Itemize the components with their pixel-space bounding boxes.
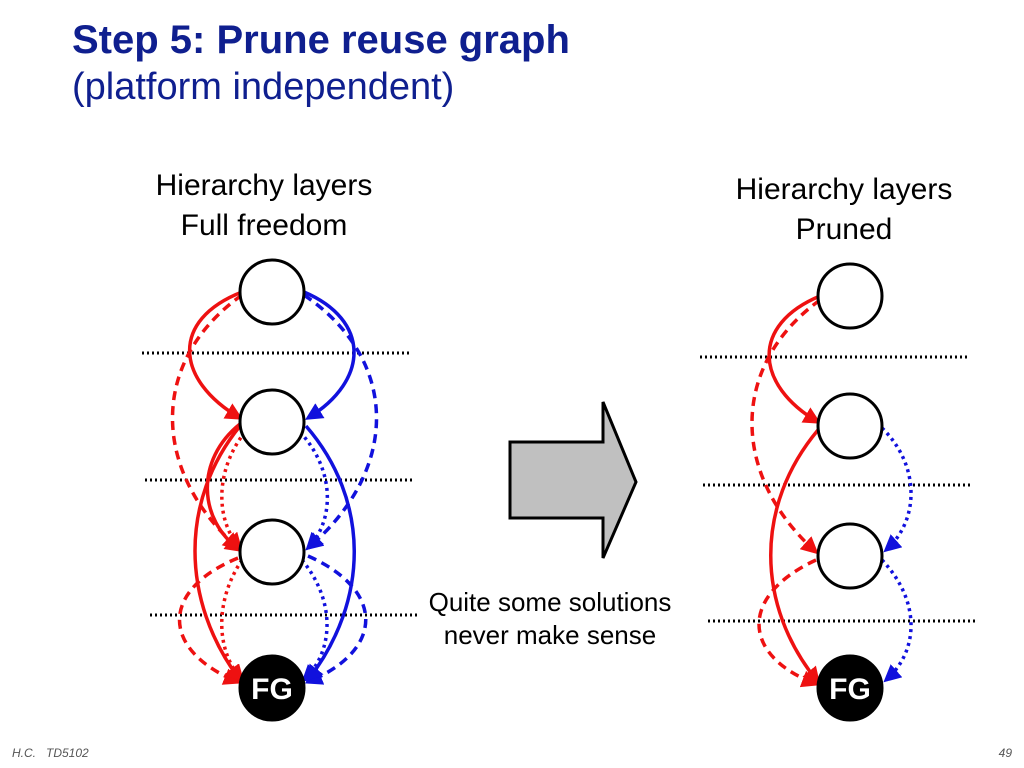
right-panel-label: Hierarchy layers Pruned bbox=[694, 170, 994, 250]
left-edge-red-dashed-1-3 bbox=[170, 293, 244, 551]
left-edge-blue-dotted-2-3 bbox=[298, 430, 329, 551]
right-node-fg bbox=[816, 654, 884, 722]
left-edge-red-dotted-2-3 bbox=[220, 430, 247, 551]
left-edge-blue-dashed-1-3 bbox=[303, 293, 379, 551]
left-edge-red-solid-2-fg bbox=[193, 424, 243, 683]
right-edge-red-solid-2-fg bbox=[769, 428, 821, 685]
right-label-line2: Pruned bbox=[795, 213, 893, 246]
left-label-line1: Hierarchy layers bbox=[155, 169, 373, 202]
right-edge-blue-dotted-2-3 bbox=[880, 426, 913, 553]
annotation-note: Quite some solutions never make sense bbox=[402, 586, 698, 652]
left-edge-blue-solid-1-2 bbox=[303, 290, 356, 420]
left-label-line2: Full freedom bbox=[180, 209, 348, 242]
left-edge-blue-dashed-3-fg bbox=[304, 554, 368, 685]
slide-subtitle: (platform independent) bbox=[72, 66, 455, 108]
footer-left: H.C. TD5102 bbox=[12, 746, 89, 760]
left-edge-red-solid-2-3 bbox=[205, 422, 243, 553]
slide-title: Step 5: Prune reuse graph bbox=[72, 18, 570, 62]
right-node-3 bbox=[816, 522, 884, 590]
left-node-2 bbox=[238, 388, 306, 456]
left-edge-red-dashed-3-fg bbox=[177, 556, 242, 685]
right-edge-blue-dotted-3-fg bbox=[880, 558, 913, 683]
left-panel-label: Hierarchy layers Full freedom bbox=[114, 166, 414, 246]
left-edge-blue-dotted-3-fg bbox=[300, 558, 329, 683]
right-label-line1: Hierarchy layers bbox=[735, 173, 953, 206]
right-node-1 bbox=[816, 262, 884, 330]
left-edge-blue-solid-2-fg bbox=[304, 424, 356, 683]
annotation-line2: never make sense bbox=[443, 620, 657, 650]
left-edge-red-solid-1-2 bbox=[188, 290, 244, 420]
right-edge-red-solid-1-2 bbox=[767, 294, 822, 424]
left-node-fg bbox=[238, 654, 306, 722]
left-node-1 bbox=[238, 258, 306, 326]
left-edge-red-dotted-3-fg bbox=[220, 559, 245, 683]
page-number: 49 bbox=[998, 746, 1012, 760]
right-edge-red-dashed-1-3 bbox=[750, 298, 822, 555]
left-node-fg-label: FG bbox=[251, 673, 293, 706]
transform-arrow bbox=[508, 401, 638, 559]
right-graph: FG bbox=[700, 262, 976, 722]
right-node-fg-label: FG bbox=[829, 673, 871, 706]
left-graph: FG bbox=[142, 258, 418, 722]
right-node-2 bbox=[816, 392, 884, 460]
left-node-3 bbox=[238, 518, 306, 586]
annotation-line1: Quite some solutions bbox=[428, 587, 672, 617]
right-edge-red-dashed-3-fg bbox=[757, 558, 820, 688]
